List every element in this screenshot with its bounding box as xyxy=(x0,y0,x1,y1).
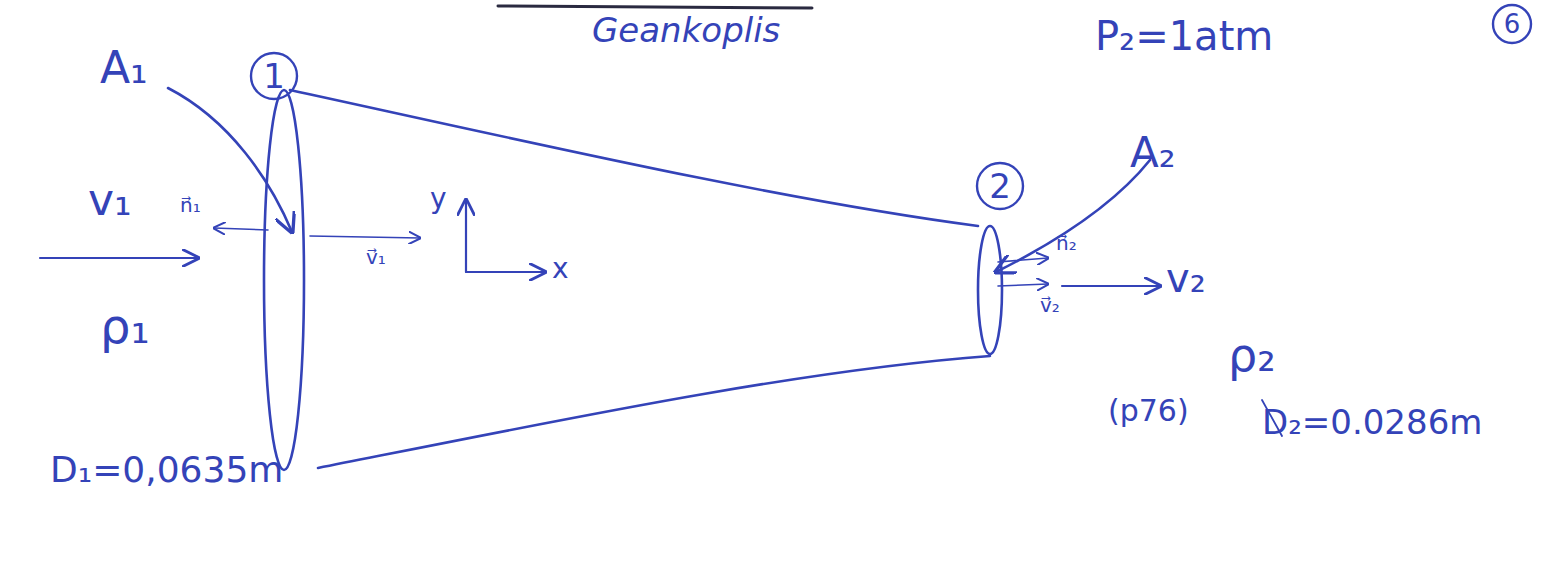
flow-arrow xyxy=(1062,285,1160,287)
node-number: 2 xyxy=(989,169,1011,203)
axis-label: x xyxy=(552,254,569,285)
circle-outline xyxy=(977,163,1023,209)
area-label: A₁ xyxy=(100,44,148,92)
velocity-label: v₂ xyxy=(1166,256,1206,300)
dimension-label: D₂=0.0286m xyxy=(1262,404,1482,441)
dimension-label: D₁=0,0635m xyxy=(50,450,283,490)
reducer-wall-top xyxy=(290,90,978,226)
circle-outline xyxy=(1493,5,1531,43)
x-axis xyxy=(466,271,545,273)
y-axis xyxy=(465,200,467,272)
leader-line xyxy=(996,160,1150,272)
circle-outline xyxy=(251,53,297,99)
vector-label: n⃗₂ xyxy=(1056,232,1077,254)
reducer-wall-bottom xyxy=(318,356,990,468)
circled-number: 1 xyxy=(249,51,299,101)
node-number: 6 xyxy=(1504,11,1521,37)
velocity-vector xyxy=(998,284,1048,286)
flow-arrow xyxy=(40,257,198,259)
node-number: 1 xyxy=(263,59,285,93)
pressure-label: P₂=1atm xyxy=(1095,14,1273,58)
normal-vector xyxy=(214,228,268,230)
area-label: A₂ xyxy=(1130,130,1176,176)
inlet-face xyxy=(264,90,304,470)
density-label: ρ₂ xyxy=(1228,330,1276,381)
title-underline xyxy=(498,6,812,8)
vector-label: v⃗₂ xyxy=(1040,294,1060,316)
velocity-vector xyxy=(310,236,420,238)
density-label: ρ₁ xyxy=(100,300,150,353)
normal-vector xyxy=(998,258,1048,262)
circled-number: 2 xyxy=(975,161,1025,211)
reference-note: Geankoplis xyxy=(592,12,780,49)
outlet-face xyxy=(978,226,1002,354)
velocity-label: v₁ xyxy=(88,176,132,224)
axis-label: y xyxy=(430,184,447,215)
vector-label: n⃗₁ xyxy=(180,194,201,216)
leader-line xyxy=(168,88,292,232)
vector-label: v⃗₁ xyxy=(366,246,386,268)
circled-number: 6 xyxy=(1491,3,1533,45)
page-reference: (p76) xyxy=(1108,394,1189,427)
